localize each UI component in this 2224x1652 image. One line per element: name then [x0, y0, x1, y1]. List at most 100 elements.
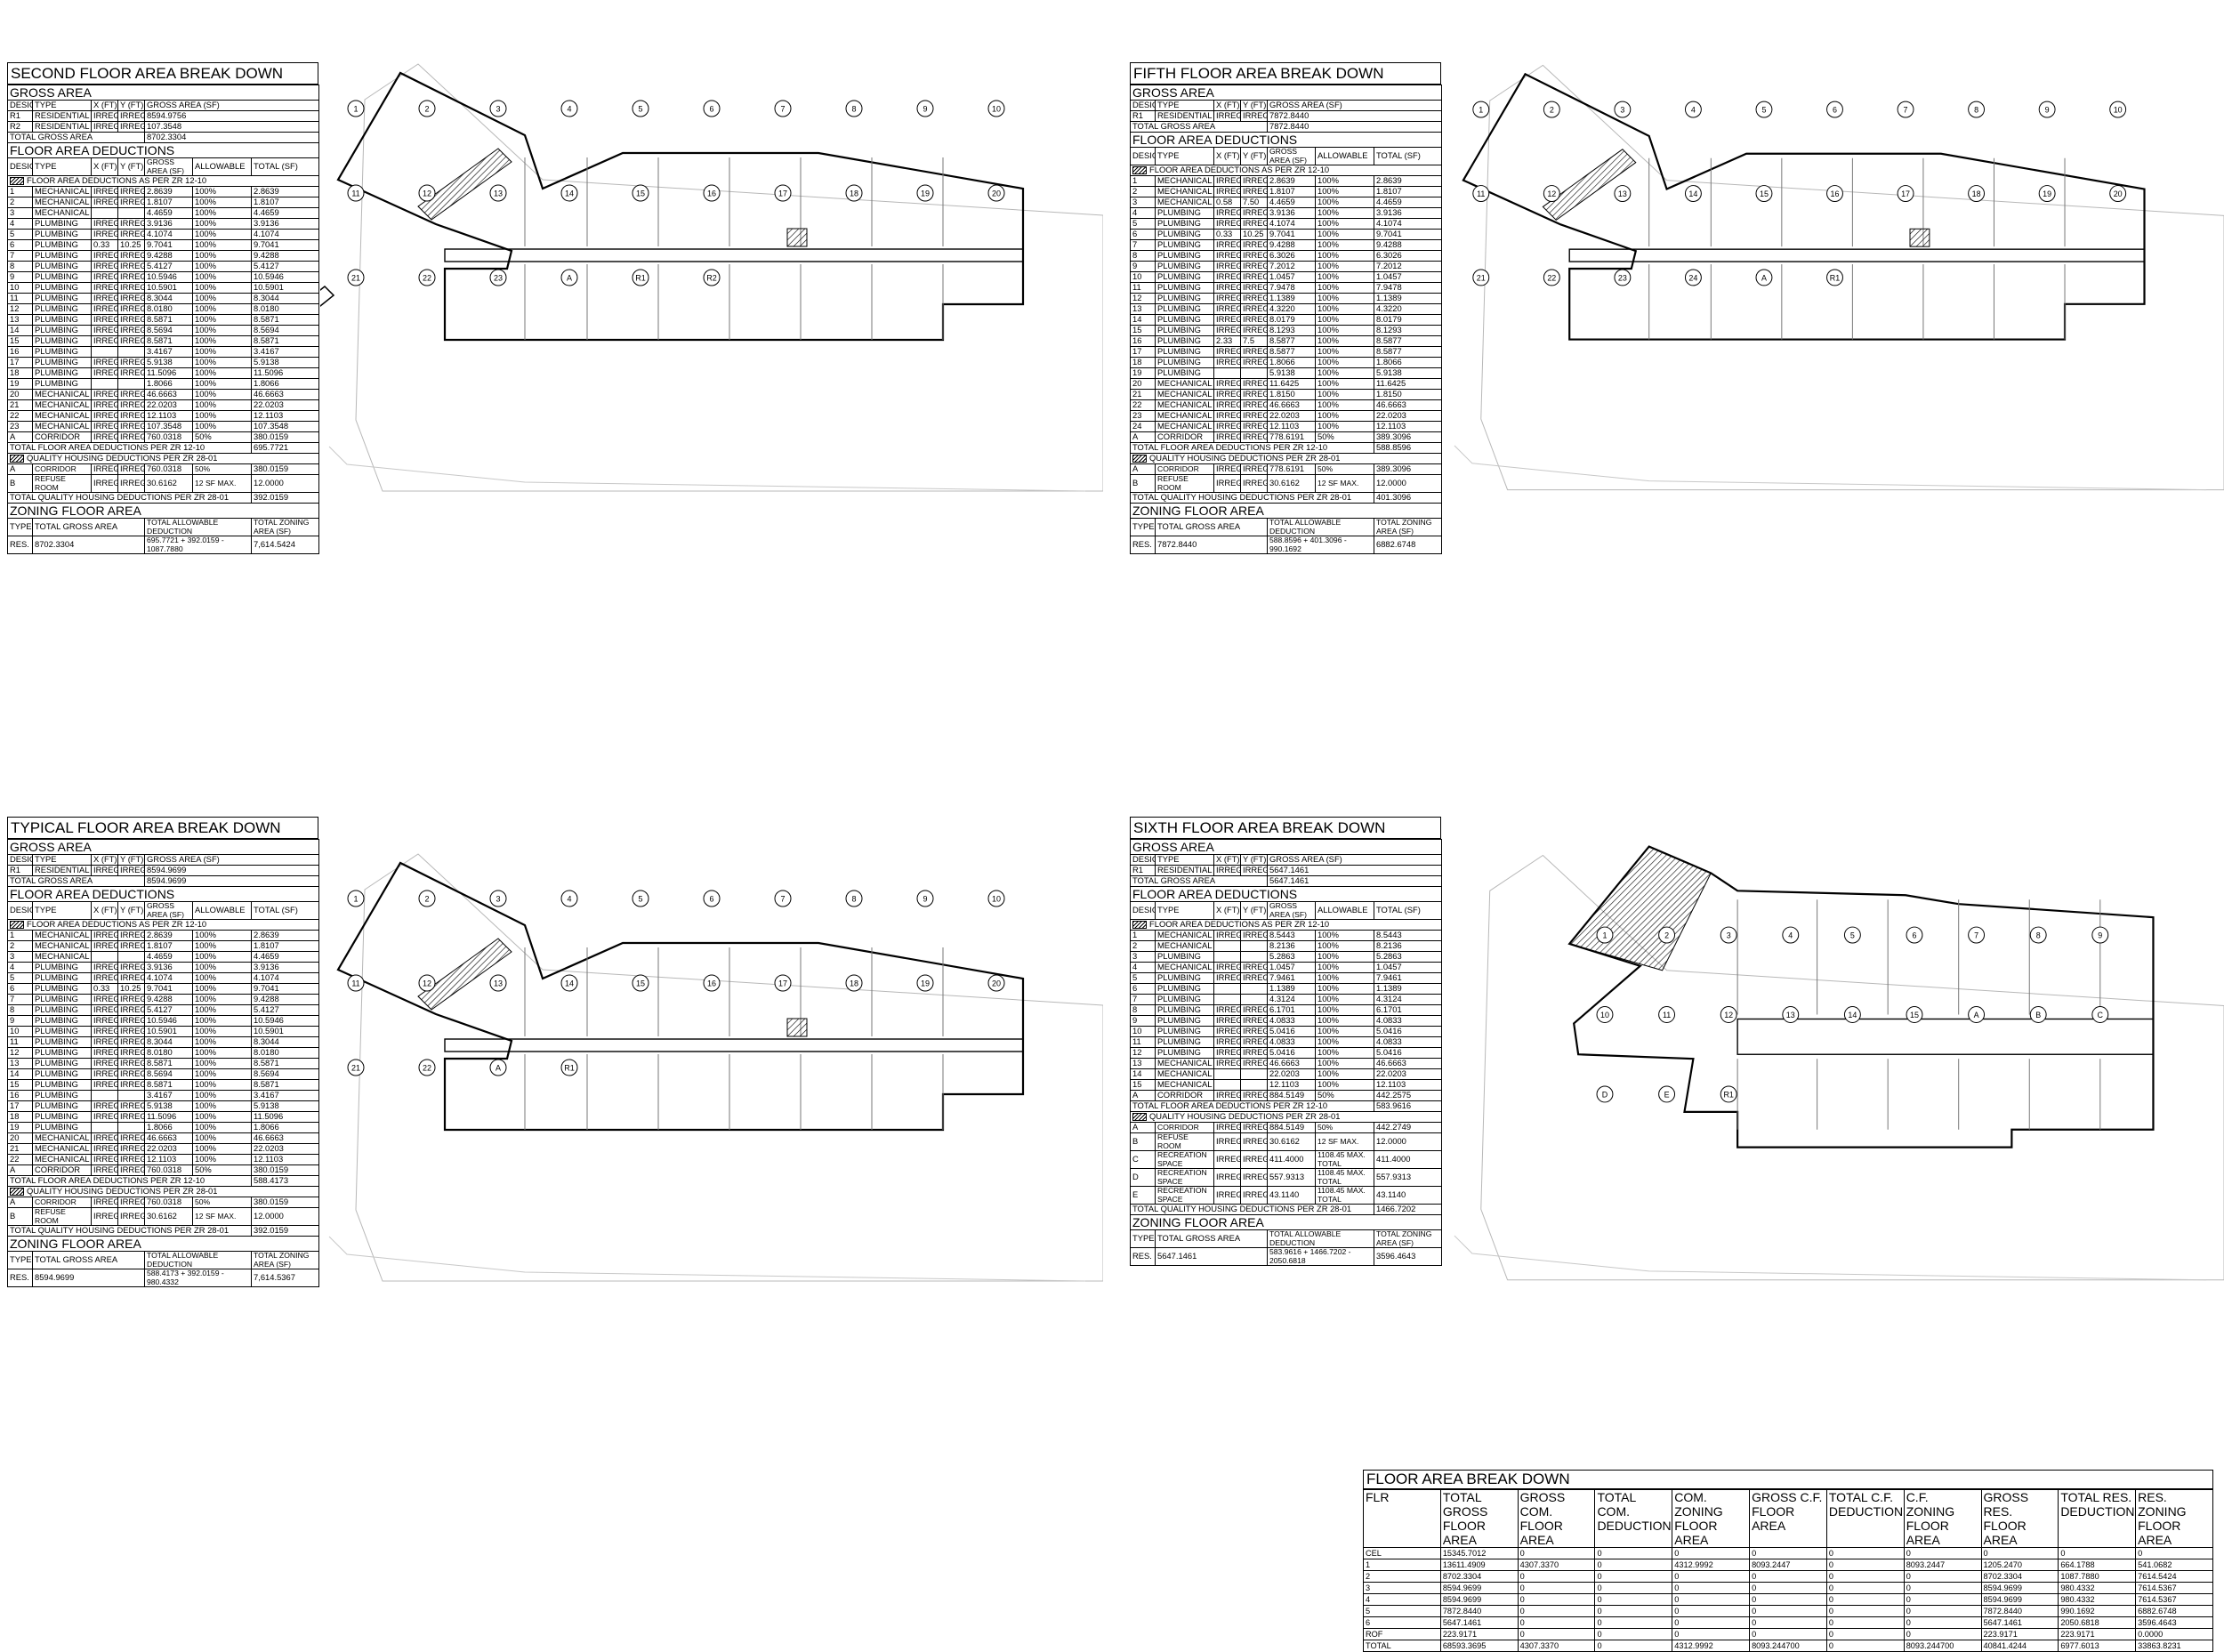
table-cell: 9.7041: [1267, 229, 1316, 240]
table-cell: 12.1103: [1373, 1079, 1443, 1091]
table-cell: 12 SF MAX.: [192, 474, 252, 493]
table-cell: 22.0203: [144, 399, 193, 411]
table-cell: GROSS C.F. FLOOR AREA: [1749, 1489, 1827, 1548]
table-row: 20MECHANICALIRREG.IRREG.46.6663100%46.66…: [7, 389, 320, 400]
table-cell: 0: [1749, 1570, 1827, 1583]
table-cell: 12 SF MAX.: [1315, 1132, 1374, 1151]
table-cell: TOTAL GROSS AREA: [7, 875, 145, 887]
table-cell: 100%: [192, 994, 252, 1005]
table-cell: 0: [1749, 1605, 1827, 1617]
tag-circle: [774, 890, 792, 907]
hatch-swatch: [1132, 455, 1147, 463]
table-cell: PLUMBING: [32, 994, 92, 1005]
table-cell: GROSS AREA: [1129, 85, 1443, 101]
table-cell: 10.5946: [250, 1015, 320, 1027]
table-cell: 0: [1825, 1616, 1905, 1629]
tag-label: 13: [494, 189, 503, 198]
tag-label: 10: [992, 895, 1001, 904]
table-cell: IRREG.: [1240, 1004, 1268, 1016]
tag-label: 5: [1850, 931, 1855, 939]
table-cell: X (FT): [91, 854, 118, 866]
table-cell: 100%: [192, 218, 252, 230]
tag-circle: [1658, 1006, 1676, 1023]
table-cell: IRREG.: [117, 357, 145, 368]
table-cell: TOTAL ZONING AREA (SF): [250, 518, 320, 536]
table-cell: 1.8066: [1267, 357, 1316, 368]
table-cell: 1.8066: [1373, 357, 1443, 368]
table-cell: TOTAL GROSS AREA: [1130, 875, 1268, 887]
table-cell: 2050.6818: [2058, 1616, 2137, 1629]
table-cell: A: [1130, 463, 1156, 475]
table-cell: 50%: [192, 431, 252, 443]
table-cell: IRREG.: [1240, 186, 1268, 197]
table-cell: QUALITY HOUSING DEDUCTIONS PER ZR 28-01: [6, 1186, 320, 1197]
table-cell: PLUMBING: [32, 1047, 92, 1059]
table-cell: IRREG.: [91, 314, 118, 326]
tag-label: 8: [851, 895, 856, 904]
tag-label: 3: [496, 105, 500, 114]
tag-label: 1: [1479, 106, 1483, 115]
tag-label: 6: [1833, 106, 1837, 115]
table-cell: TOTAL GROSS AREA: [7, 132, 145, 143]
table-cell: 223.9171: [1439, 1628, 1519, 1640]
table-cell: PLUMBING: [32, 1111, 92, 1123]
table-cell: 21: [7, 399, 33, 411]
table-cell: IRREG.: [91, 1036, 118, 1048]
table-cell: PLUMBING: [32, 293, 92, 304]
tag-label: 20: [992, 979, 1001, 988]
table-cell: TYPE: [32, 901, 92, 920]
hatch-swatch: [1132, 1113, 1147, 1122]
table-cell: REFUSE ROOM: [1155, 474, 1214, 493]
table-cell: 11.5096: [250, 1111, 320, 1123]
table-cell: 9: [1130, 1015, 1156, 1027]
table-cell: PLUMBING: [32, 282, 92, 294]
tag-label: 12: [423, 979, 431, 988]
table-cell: 2: [7, 197, 33, 208]
table-cell: 8594.9699: [1439, 1582, 1519, 1594]
table-cell: 100%: [1315, 1036, 1374, 1048]
table-cell: 50%: [192, 1197, 252, 1208]
table-cell: 43.1140: [1373, 1186, 1443, 1205]
hatch-swatch: [1132, 921, 1147, 930]
table-cell: 100%: [1315, 972, 1374, 984]
table-cell: PLUMBING: [1155, 261, 1214, 272]
table-cell: 9: [1130, 261, 1156, 272]
table-cell: 8.3044: [144, 1036, 193, 1048]
table-cell: IRREG.: [1213, 346, 1241, 358]
table-cell: 100%: [1315, 186, 1374, 197]
tag-label: 17: [778, 189, 787, 198]
table-cell: 100%: [1315, 207, 1374, 219]
table-cell: 1108.45 MAX. TOTAL: [1315, 1150, 1374, 1169]
tag-circle: [489, 100, 507, 117]
table-cell: FLOOR AREA DEDUCTIONS AS PER ZR 12-10: [6, 175, 320, 187]
table-cell: 100%: [192, 229, 252, 240]
table-row: 20MECHANICALIRREG.IRREG.11.6425100%11.64…: [1130, 378, 1443, 390]
table-cell: 1.1389: [1373, 293, 1443, 304]
table-cell: MECHANICAL: [32, 1143, 92, 1155]
table-cell: 4.3124: [1373, 994, 1443, 1005]
table-cell: TOTAL (SF): [250, 901, 320, 920]
table-cell: IRREG.: [1240, 962, 1268, 973]
table-cell: 50%: [1315, 1122, 1374, 1133]
table-cell: 5: [7, 229, 33, 240]
table-cell: IRREG.: [91, 197, 118, 208]
table-cell: 5.4127: [250, 1004, 320, 1016]
table-cell: 100%: [192, 1068, 252, 1080]
table-cell: 10.5901: [144, 282, 193, 294]
table-cell: 7614.5367: [2135, 1593, 2213, 1606]
table-cell: 0: [1825, 1593, 1905, 1606]
table-cell: 11: [7, 293, 33, 304]
table-cell: DESIG.: [7, 854, 33, 866]
table-cell: 1.1389: [1373, 983, 1443, 995]
tag-circle: [632, 269, 649, 286]
table-cell: IRREG.: [1213, 303, 1241, 315]
